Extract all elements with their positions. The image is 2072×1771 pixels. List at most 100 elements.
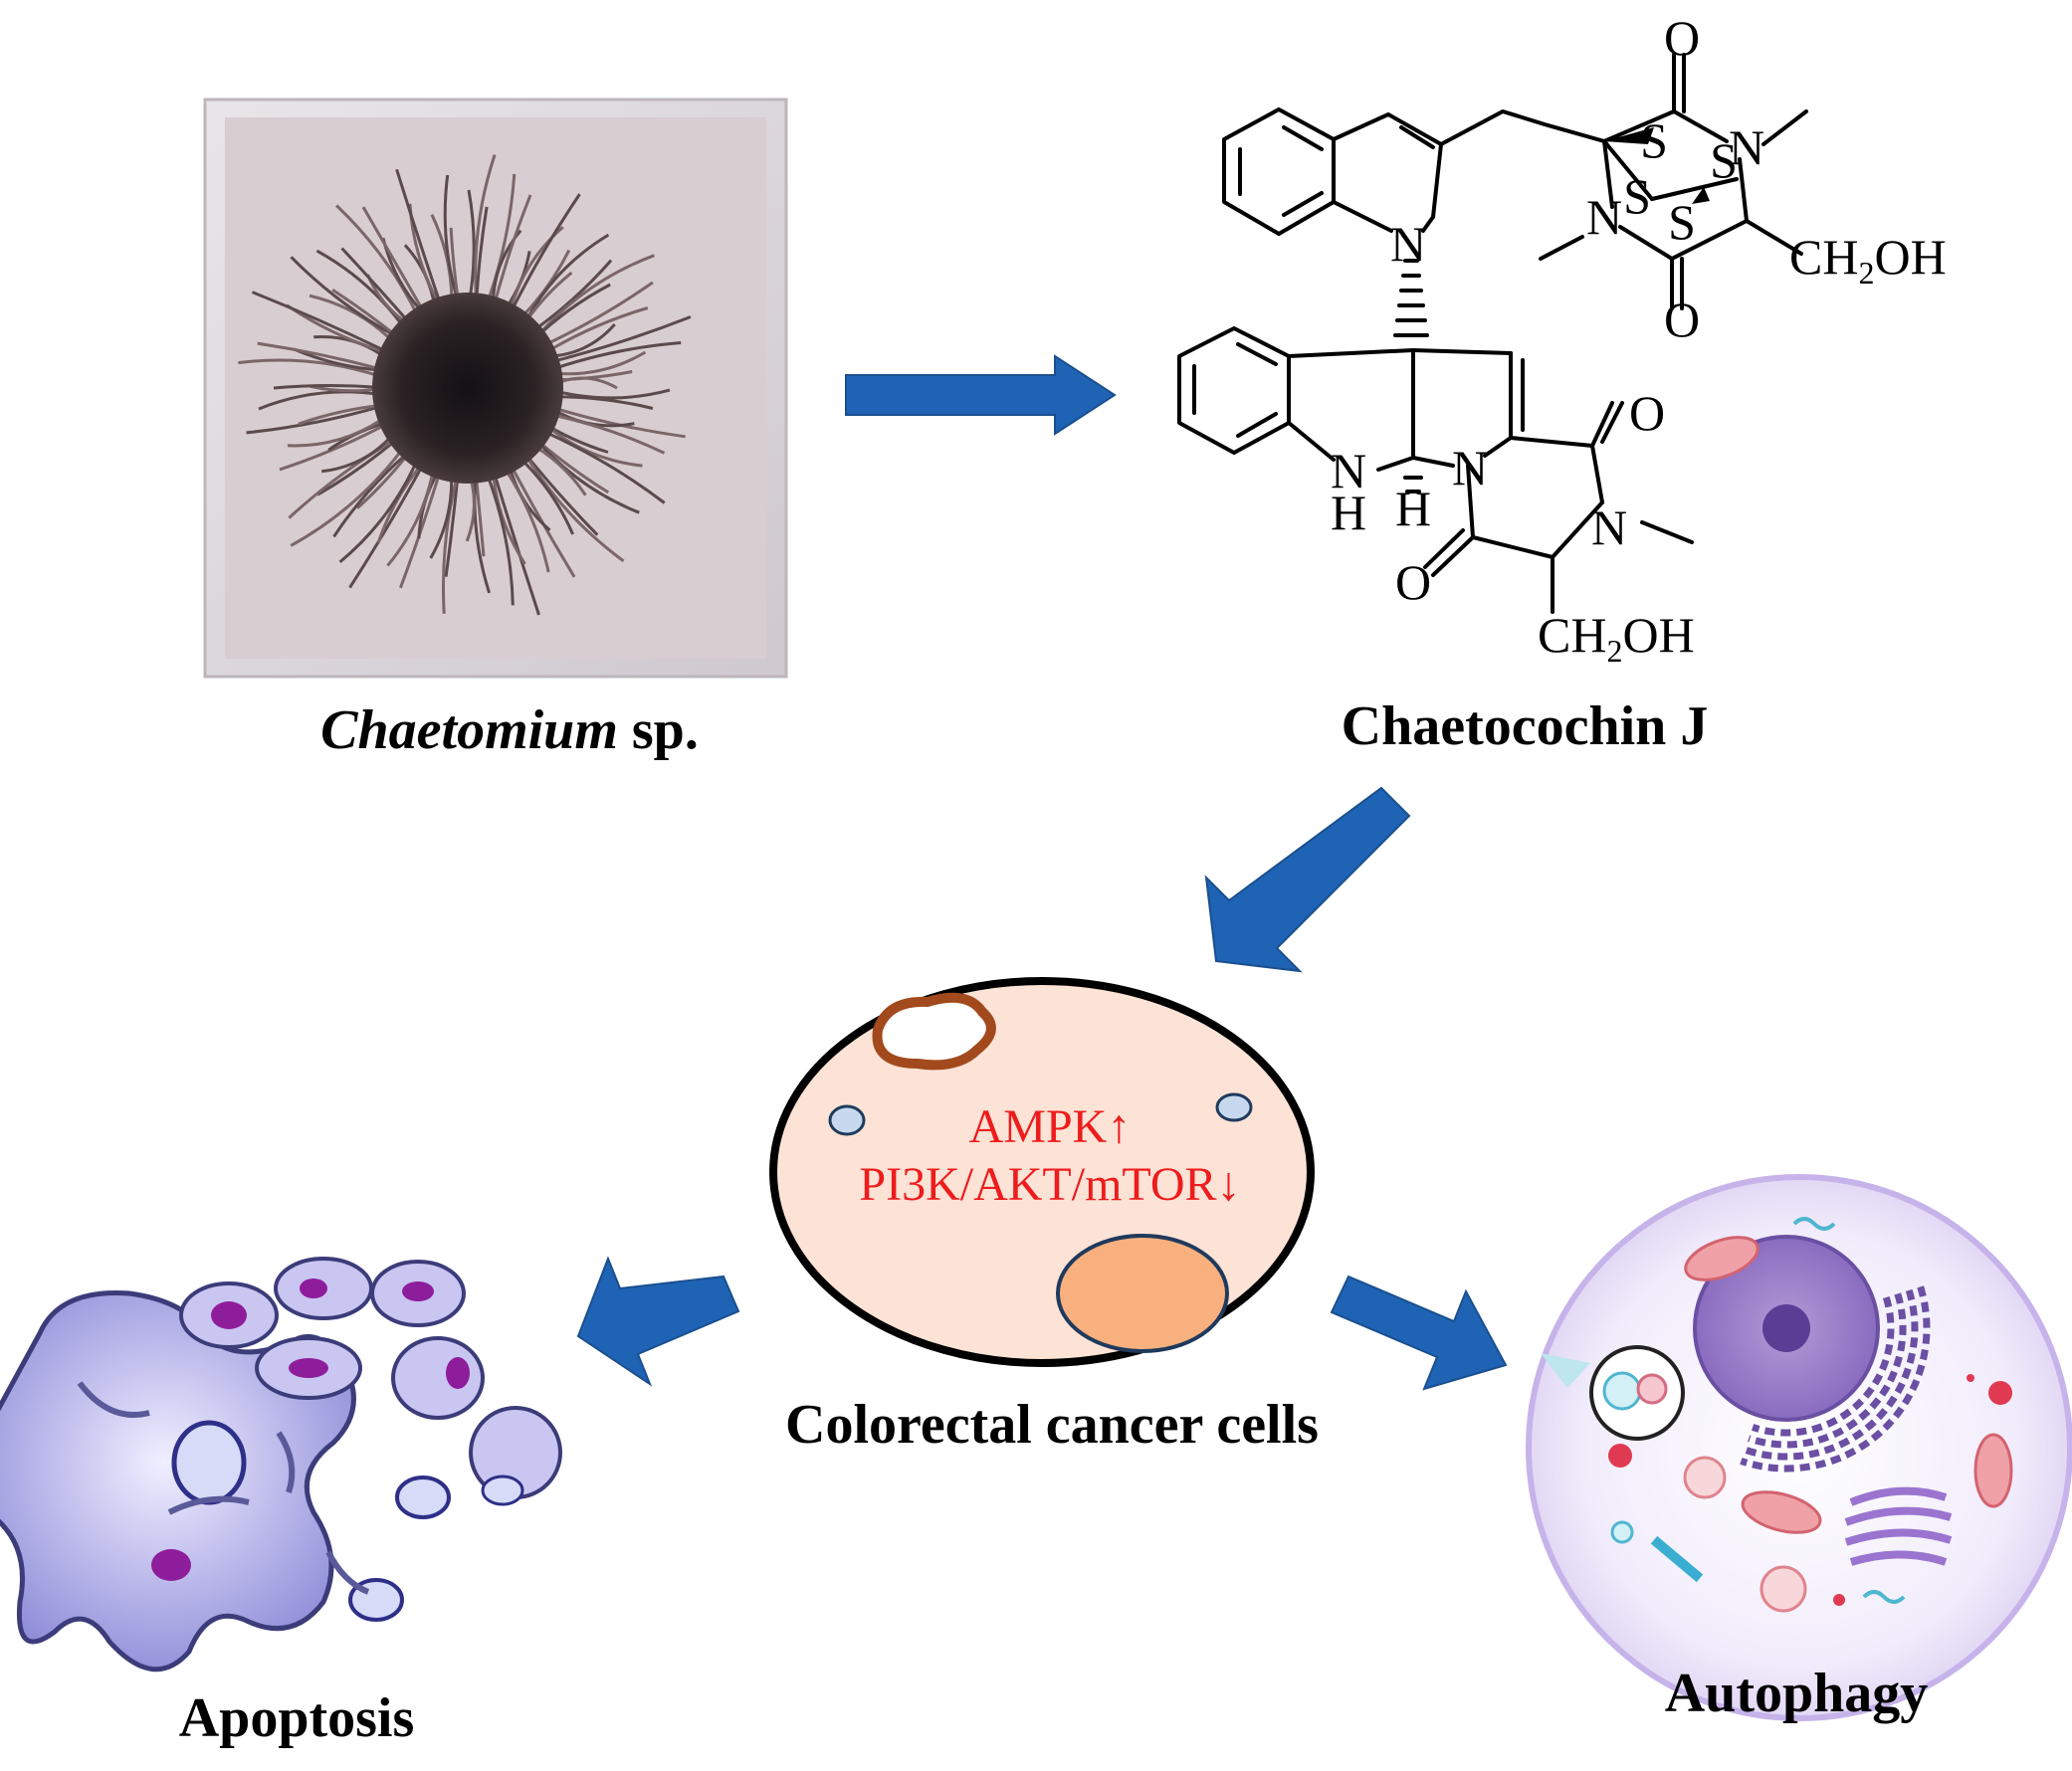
hypha bbox=[246, 402, 391, 435]
lysosome bbox=[1608, 1444, 1632, 1468]
er-cisterna bbox=[1740, 1285, 1931, 1473]
lysosomes bbox=[1608, 1374, 2012, 1613]
flow-arrows bbox=[576, 354, 1508, 1391]
svg-text:H: H bbox=[1395, 481, 1431, 536]
svg-text:S: S bbox=[1668, 194, 1696, 250]
svg-text:O: O bbox=[1395, 554, 1431, 610]
chaetomium-caption: Chaetomium sp. bbox=[320, 699, 699, 761]
lysosome bbox=[1760, 1565, 1807, 1613]
hypha bbox=[506, 193, 581, 320]
svg-text:S: S bbox=[1623, 168, 1651, 224]
lysosome bbox=[1988, 1381, 2012, 1405]
lysosome bbox=[1683, 1456, 1727, 1499]
svg-text:N: N bbox=[1729, 119, 1764, 175]
mitochondrion bbox=[872, 992, 996, 1071]
er-cisterna bbox=[1751, 1295, 1895, 1437]
apoptotic-body-nucleus bbox=[211, 1301, 247, 1329]
svg-text:N: N bbox=[1390, 216, 1426, 272]
hypha bbox=[238, 358, 390, 381]
lysosome bbox=[1833, 1594, 1845, 1606]
autophagosome-cargo bbox=[1636, 1373, 1668, 1405]
fungus-body bbox=[372, 293, 563, 484]
cytoskeleton-fragment bbox=[325, 1550, 370, 1595]
arrow-to-autophagy bbox=[1330, 1275, 1508, 1391]
er-cisterna bbox=[1744, 1288, 1919, 1461]
svg-text:N: N bbox=[1586, 189, 1622, 245]
mitochondrion bbox=[1684, 1236, 1760, 1281]
hypha bbox=[482, 465, 515, 606]
svg-text:N: N bbox=[1591, 499, 1627, 555]
chaetocochin-j-structure bbox=[1177, 53, 1808, 614]
vesicle bbox=[1610, 1520, 1634, 1544]
cancer-cell: AMPK↑ PI3K/AKT/mTOR↓ bbox=[769, 977, 1315, 1367]
golgi-cisterna bbox=[1849, 1550, 1948, 1566]
nucleus bbox=[1056, 1234, 1229, 1353]
cytoskeleton-fragment bbox=[276, 1431, 296, 1493]
nuclear-fragment bbox=[395, 1476, 451, 1519]
autophagosome-tail bbox=[1541, 1353, 1590, 1388]
svg-text:O: O bbox=[1629, 385, 1665, 441]
condensed-chromatin bbox=[151, 1549, 191, 1581]
svg-text:S: S bbox=[1640, 112, 1668, 168]
nucleolus bbox=[1762, 1304, 1810, 1352]
apoptotic-body-nucleus bbox=[300, 1279, 327, 1298]
svg-text:H: H bbox=[1331, 485, 1366, 540]
svg-text:S: S bbox=[1710, 132, 1738, 188]
mitochondrion bbox=[1973, 1433, 2013, 1508]
hypha bbox=[251, 291, 396, 357]
apoptotic-body-nucleus bbox=[446, 1357, 470, 1389]
golgi-apparatus bbox=[1844, 1486, 1953, 1566]
golgi-cisterna bbox=[1844, 1506, 1953, 1526]
hypha bbox=[335, 204, 423, 324]
apoptosis-illustration bbox=[0, 1257, 562, 1673]
ch2oh-upper: CH2OH bbox=[1789, 229, 1947, 291]
chaetocochin-j-atoms: O O S S S S N N N N N N H H O O CH2OH CH… bbox=[1331, 10, 1947, 669]
mitochondrion bbox=[1741, 1490, 1822, 1534]
hashed-bond bbox=[1393, 259, 1429, 337]
cytoskeleton-fragment bbox=[167, 1495, 250, 1515]
mitochondria bbox=[1684, 1236, 2013, 1534]
er-cisterna bbox=[1748, 1292, 1907, 1449]
hypha bbox=[519, 446, 625, 563]
nuclear-fragment bbox=[171, 1420, 247, 1505]
golgi-cisterna bbox=[1849, 1486, 1948, 1506]
svg-text:O: O bbox=[1664, 292, 1700, 347]
arrow-to-compound bbox=[845, 354, 1117, 436]
endoplasmic-reticulum bbox=[1740, 1285, 1931, 1473]
hypha bbox=[441, 467, 462, 614]
apoptotic-body bbox=[391, 1336, 485, 1420]
autophagy-cell-membrane bbox=[1526, 1174, 2072, 1721]
apoptotic-body-nucleus bbox=[402, 1281, 434, 1301]
autophagy-illustration bbox=[1526, 1174, 2072, 1721]
golgi-cisterna bbox=[1844, 1528, 1953, 1546]
lysosome bbox=[1967, 1374, 1974, 1382]
vesicle-right bbox=[1215, 1092, 1253, 1122]
microtubule bbox=[1650, 1535, 1704, 1583]
cell-caption: Colorectal cancer cells bbox=[785, 1394, 1319, 1456]
autophagy-label: Autophagy bbox=[1665, 1663, 1929, 1724]
hypha bbox=[395, 168, 445, 313]
arrow-to-apoptosis bbox=[576, 1256, 740, 1387]
hypha bbox=[290, 440, 410, 547]
pathway-ampk: AMPK↑ bbox=[969, 1100, 1132, 1153]
compound-name: Chaetocochin J bbox=[1342, 695, 1709, 757]
svg-text:N: N bbox=[1331, 443, 1366, 498]
pathway-pi3k: PI3K/AKT/mTOR↓ bbox=[859, 1158, 1240, 1211]
apoptotic-body-nucleus bbox=[289, 1358, 328, 1378]
svg-text:O: O bbox=[1664, 10, 1700, 66]
hypha bbox=[544, 403, 686, 439]
hypha bbox=[348, 456, 429, 589]
autophagosome-cargo bbox=[1602, 1371, 1642, 1411]
hypha bbox=[490, 463, 540, 616]
ch2oh-lower: CH2OH bbox=[1538, 607, 1695, 669]
svg-text:N: N bbox=[1452, 440, 1488, 495]
chaetomium-photo bbox=[203, 98, 788, 679]
apoptosis-label: Apoptosis bbox=[179, 1687, 415, 1749]
apoptotic-body-fragment bbox=[481, 1475, 524, 1506]
filament bbox=[1862, 1590, 1906, 1604]
hypha bbox=[542, 315, 692, 366]
cytoskeleton-fragment bbox=[77, 1381, 150, 1418]
hypha bbox=[535, 427, 666, 504]
filament bbox=[1792, 1217, 1836, 1231]
